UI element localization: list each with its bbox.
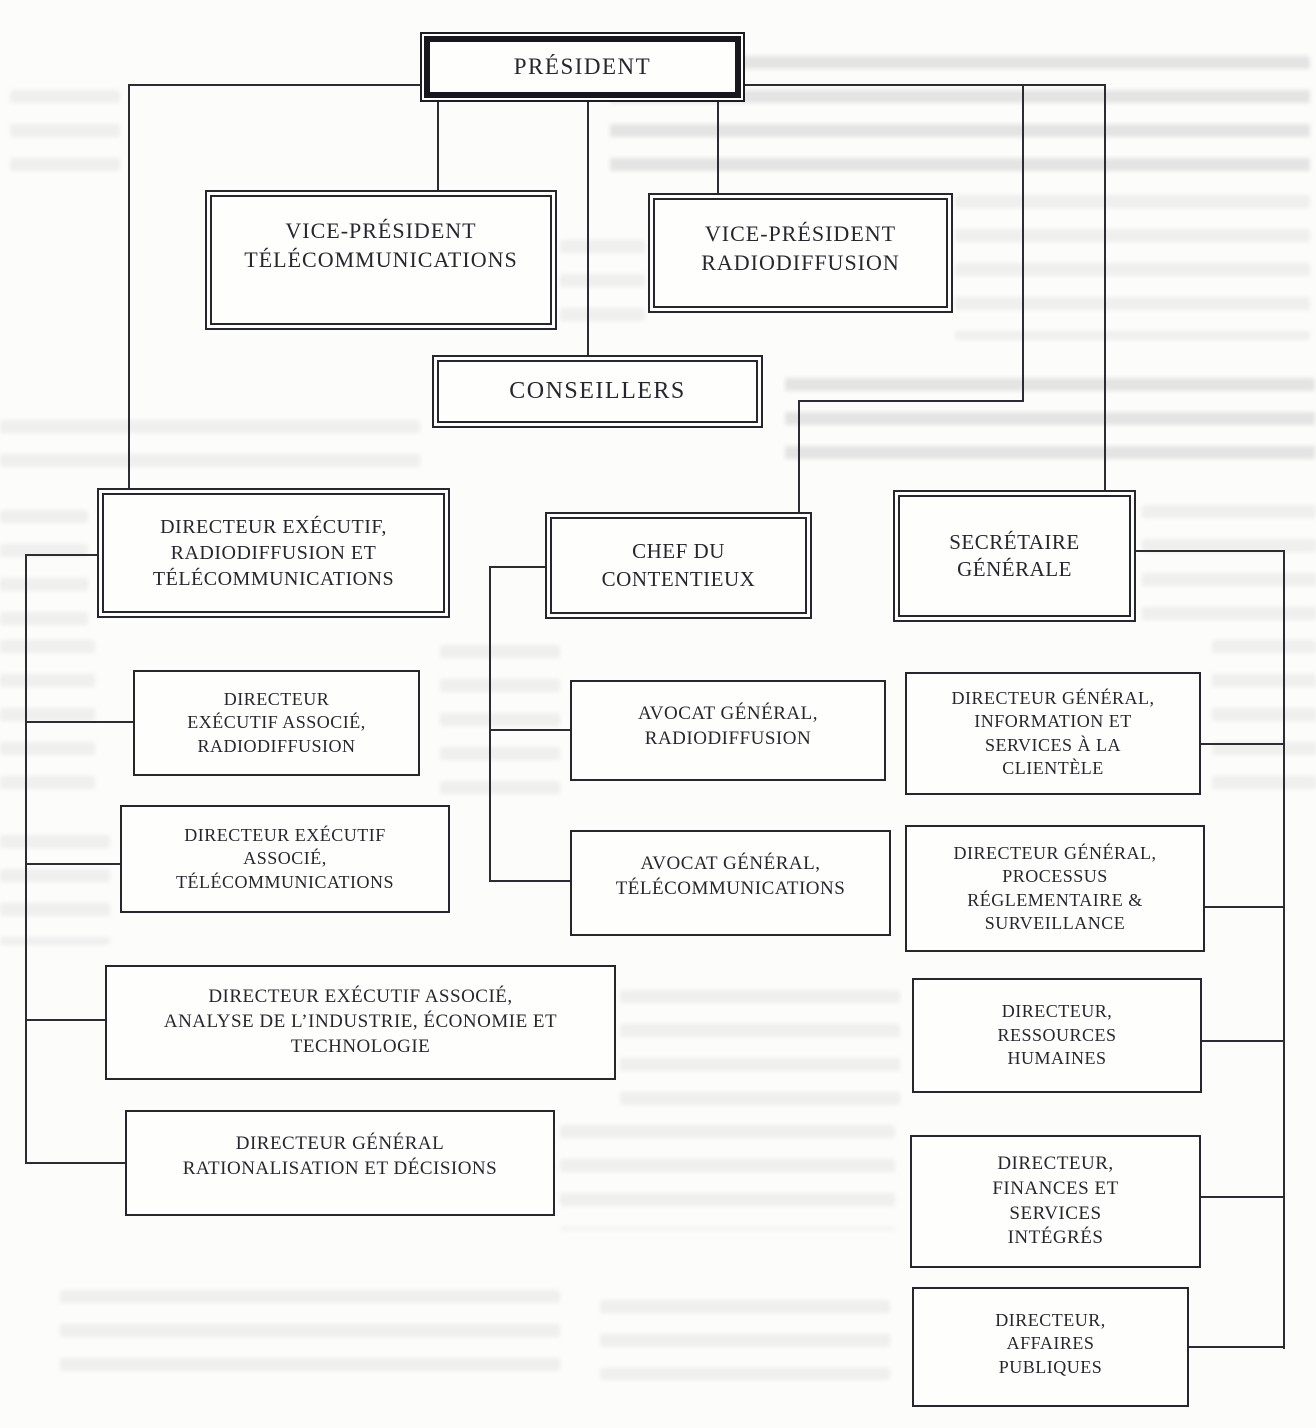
node-frame: VICE-PRÉSIDENT TÉLÉCOMMUNICATIONS [210, 195, 552, 325]
org-node-directeur-ressources-humaines: DIRECTEUR, RESSOURCES HUMAINES [912, 978, 1202, 1093]
scan-bleedthrough-artifact [785, 378, 1315, 478]
node-label: DIRECTEUR, FINANCES ET SERVICES INTÉGRÉS [992, 1153, 1119, 1249]
node-label: AVOCAT GÉNÉRAL, TÉLÉCOMMUNICATIONS [615, 853, 846, 899]
org-node-directeur-finances: DIRECTEUR, FINANCES ET SERVICES INTÉGRÉS [910, 1135, 1201, 1268]
node-label: PRÉSIDENT [513, 54, 652, 80]
scan-bleedthrough-artifact [0, 835, 110, 945]
scan-bleedthrough-artifact [0, 510, 88, 630]
edge-secretaire-to-rail [1136, 550, 1284, 552]
org-node-dea-analyse-industrie: DIRECTEUR EXÉCUTIF ASSOCIÉ, ANALYSE DE L… [105, 965, 616, 1080]
edge-president-to-vp-radio [717, 101, 719, 194]
scan-bleedthrough-artifact [560, 1125, 895, 1230]
scan-bleedthrough-artifact [1212, 640, 1316, 810]
edge-president-right-horizontal [745, 84, 1106, 86]
node-label: SECRÉTAIRE GÉNÉRALE [949, 529, 1080, 581]
node-label: CHEF DU CONTENTIEUX [601, 539, 756, 591]
edge-rail-to-dg-info [1201, 743, 1284, 745]
node-frame: DIRECTEUR EXÉCUTIF, RADIODIFFUSION ET TÉ… [102, 493, 445, 613]
node-label: DIRECTEUR GÉNÉRAL, INFORMATION ET SERVIC… [951, 687, 1155, 778]
edge-rail-to-dea-radio [25, 721, 134, 723]
org-node-vp-radiodiffusion: VICE-PRÉSIDENT RADIODIFFUSION [648, 193, 953, 313]
node-label: VICE-PRÉSIDENT RADIODIFFUSION [701, 221, 900, 275]
edge-chef-drop [798, 400, 800, 513]
node-frame: DIRECTEUR EXÉCUTIF ASSOCIÉ, RADIODIFFUSI… [135, 672, 418, 774]
node-label: DIRECTEUR, AFFAIRES PUBLIQUES [995, 1310, 1106, 1377]
org-node-dg-rationalisation: DIRECTEUR GÉNÉRAL RATIONALISATION ET DÉC… [125, 1110, 555, 1216]
edge-rail-to-dea-telecom [25, 863, 121, 865]
edge-left-rail [25, 554, 27, 1164]
node-frame: DIRECTEUR, FINANCES ET SERVICES INTÉGRÉS [912, 1137, 1199, 1266]
scan-bleedthrough-artifact [620, 990, 900, 1105]
edge-president-to-vp-telecom [437, 101, 439, 191]
edge-president-to-dir-exec [128, 84, 130, 488]
edge-right-rail [1283, 550, 1285, 1349]
node-label: DIRECTEUR EXÉCUTIF, RADIODIFFUSION ET TÉ… [152, 516, 395, 590]
node-frame: DIRECTEUR GÉNÉRAL, INFORMATION ET SERVIC… [907, 674, 1199, 793]
node-label: CONSEILLERS [509, 377, 686, 404]
node-label: DIRECTEUR GÉNÉRAL, PROCESSUS RÉGLEMENTAI… [953, 842, 1157, 933]
node-frame: DIRECTEUR GÉNÉRAL, PROCESSUS RÉGLEMENTAI… [907, 827, 1203, 950]
org-node-conseillers: CONSEILLERS [432, 355, 763, 428]
edge-rail-to-dir-exec [25, 554, 98, 556]
org-node-directeur-affaires-publiques: DIRECTEUR, AFFAIRES PUBLIQUES [912, 1287, 1189, 1407]
scan-bleedthrough-artifact [0, 420, 420, 480]
org-node-dg-information-services: DIRECTEUR GÉNÉRAL, INFORMATION ET SERVIC… [905, 672, 1201, 795]
org-node-dea-telecommunications: DIRECTEUR EXÉCUTIF ASSOCIÉ, TÉLÉCOMMUNIC… [120, 805, 450, 913]
node-label: VICE-PRÉSIDENT TÉLÉCOMMUNICATIONS [244, 218, 518, 272]
node-frame: PRÉSIDENT [424, 36, 741, 98]
node-frame: SECRÉTAIRE GÉNÉRALE [898, 495, 1131, 617]
node-frame: AVOCAT GÉNÉRAL, TÉLÉCOMMUNICATIONS [572, 832, 889, 934]
node-frame: DIRECTEUR GÉNÉRAL RATIONALISATION ET DÉC… [127, 1112, 553, 1214]
node-frame: DIRECTEUR EXÉCUTIF ASSOCIÉ, TÉLÉCOMMUNIC… [122, 807, 448, 911]
scan-bleedthrough-artifact [0, 640, 95, 810]
edge-rail-to-dg-rationalisation [25, 1162, 126, 1164]
edge-rail-to-dir-finances [1201, 1196, 1284, 1198]
node-label: DIRECTEUR EXÉCUTIF ASSOCIÉ, ANALYSE DE L… [163, 986, 558, 1057]
node-label: AVOCAT GÉNÉRAL, RADIODIFFUSION [638, 703, 818, 749]
scan-bleedthrough-artifact [440, 645, 560, 805]
scan-bleedthrough-artifact [60, 1290, 560, 1385]
node-frame: VICE-PRÉSIDENT RADIODIFFUSION [653, 198, 948, 308]
node-frame: AVOCAT GÉNÉRAL, RADIODIFFUSION [572, 682, 884, 779]
edge-rail-to-dir-affaires [1189, 1346, 1284, 1348]
edge-rail-to-dea-analyse [25, 1019, 106, 1021]
org-node-vp-telecommunications: VICE-PRÉSIDENT TÉLÉCOMMUNICATIONS [205, 190, 557, 330]
edge-rail-to-chef [489, 566, 546, 568]
node-label: DIRECTEUR, RESSOURCES HUMAINES [997, 1001, 1117, 1069]
node-frame: DIRECTEUR EXÉCUTIF ASSOCIÉ, ANALYSE DE L… [107, 967, 614, 1078]
edge-president-left-horizontal [128, 84, 420, 86]
edge-rail-to-dg-processus [1205, 906, 1284, 908]
edge-president-to-secretaire [1104, 84, 1106, 491]
scan-bleedthrough-artifact [560, 240, 645, 330]
node-label: DIRECTEUR GÉNÉRAL RATIONALISATION ET DÉC… [182, 1133, 498, 1179]
edge-president-to-conseillers [587, 101, 589, 356]
node-label: DIRECTEUR EXÉCUTIF ASSOCIÉ, RADIODIFFUSI… [187, 688, 366, 756]
edge-chef-horizontal [798, 400, 1024, 402]
node-frame: DIRECTEUR, RESSOURCES HUMAINES [914, 980, 1200, 1091]
edge-rail-to-avocat-telecom [489, 880, 571, 882]
node-label: DIRECTEUR EXÉCUTIF ASSOCIÉ, TÉLÉCOMMUNIC… [176, 824, 394, 892]
edge-president-to-chef-vertical [1022, 84, 1024, 402]
scan-bleedthrough-artifact [1142, 505, 1316, 635]
org-node-directeur-executif-radio-telecom: DIRECTEUR EXÉCUTIF, RADIODIFFUSION ET TÉ… [97, 488, 450, 618]
node-frame: DIRECTEUR, AFFAIRES PUBLIQUES [914, 1289, 1187, 1405]
org-node-president: PRÉSIDENT [420, 32, 745, 102]
scan-bleedthrough-artifact [600, 1300, 890, 1380]
node-frame: CHEF DU CONTENTIEUX [550, 517, 807, 614]
org-node-dea-radiodiffusion: DIRECTEUR EXÉCUTIF ASSOCIÉ, RADIODIFFUSI… [133, 670, 420, 776]
node-frame: CONSEILLERS [437, 360, 758, 423]
edge-rail-to-avocat-radio [489, 729, 571, 731]
edge-middle-rail [489, 566, 491, 882]
org-node-avocat-general-telecom: AVOCAT GÉNÉRAL, TÉLÉCOMMUNICATIONS [570, 830, 891, 936]
edge-rail-to-dir-rh [1202, 1040, 1284, 1042]
org-node-dg-processus-reglementaire: DIRECTEUR GÉNÉRAL, PROCESSUS RÉGLEMENTAI… [905, 825, 1205, 952]
org-node-secretaire-generale: SECRÉTAIRE GÉNÉRALE [893, 490, 1136, 622]
scan-bleedthrough-artifact [10, 90, 120, 180]
org-node-avocat-general-radio: AVOCAT GÉNÉRAL, RADIODIFFUSION [570, 680, 886, 781]
scan-bleedthrough-artifact [955, 195, 1310, 340]
org-node-chef-du-contentieux: CHEF DU CONTENTIEUX [545, 512, 812, 619]
